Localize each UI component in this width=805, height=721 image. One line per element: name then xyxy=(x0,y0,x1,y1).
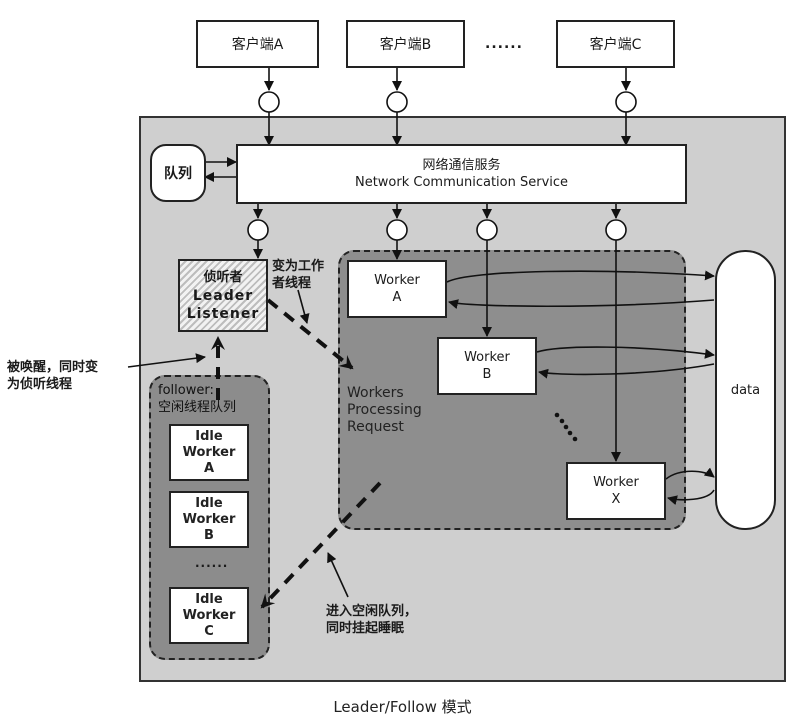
queue-box: 队列 xyxy=(150,144,206,202)
worker-a-to-data-arrow xyxy=(446,270,715,283)
data-store: data xyxy=(715,250,776,530)
leader-listener-box: 侦听者 Leader Listener xyxy=(178,259,268,332)
data-to-worker-x-arrow xyxy=(667,489,715,506)
enter-idle-annotation: 进入空闲队列， 同时挂起睡眠 xyxy=(326,604,418,636)
idle-worker-c-box: Idle Worker C xyxy=(169,587,249,644)
client-a-port-icon xyxy=(258,91,280,113)
worker-b-port-icon xyxy=(476,219,498,241)
worker-x-port-icon xyxy=(605,219,627,241)
idle-ellipsis: ...... xyxy=(195,556,229,570)
client-c-port-icon xyxy=(615,91,637,113)
client-a-box: 客户端A xyxy=(196,20,319,68)
become-worker-pointer xyxy=(297,289,310,324)
figure-caption: Leader/Follow 模式 xyxy=(333,698,472,716)
network-communication-service-box: 网络通信服务 Network Communication Service xyxy=(236,144,687,204)
client-ellipsis: ...... xyxy=(485,36,523,52)
data-to-worker-b-arrow xyxy=(538,363,715,379)
worker-to-idle-transition xyxy=(260,481,382,609)
follower-label: follower: 空闲线程队列 xyxy=(158,383,237,415)
worker-a-port-icon xyxy=(386,219,408,241)
become-worker-annotation: 变为工作 者线程 xyxy=(272,259,325,291)
awakened-pointer xyxy=(127,353,206,368)
data-to-worker-a-arrow xyxy=(448,299,715,309)
client-b-box: 客户端B xyxy=(346,20,465,68)
worker-x-box: Worker X xyxy=(566,462,666,520)
worker-b-to-data-arrow xyxy=(536,346,715,359)
worker-x-to-data-arrow xyxy=(665,467,715,480)
leader-port-icon xyxy=(247,219,269,241)
leader-to-worker-transition xyxy=(266,298,354,370)
worker-ellipsis-dots xyxy=(554,412,578,442)
worker-a-box: Worker A xyxy=(347,260,447,318)
workers-processing-label: Workers Processing Request xyxy=(347,385,422,435)
client-c-box: 客户端C xyxy=(556,20,675,68)
client-b-port-icon xyxy=(386,91,408,113)
worker-b-box: Worker B xyxy=(437,337,537,395)
awakened-annotation: 被唤醒，同时变 为侦听线程 xyxy=(7,360,99,392)
enter-idle-pointer xyxy=(327,552,349,598)
idle-worker-a-box: Idle Worker A xyxy=(169,424,249,481)
idle-worker-b-box: Idle Worker B xyxy=(169,491,249,548)
